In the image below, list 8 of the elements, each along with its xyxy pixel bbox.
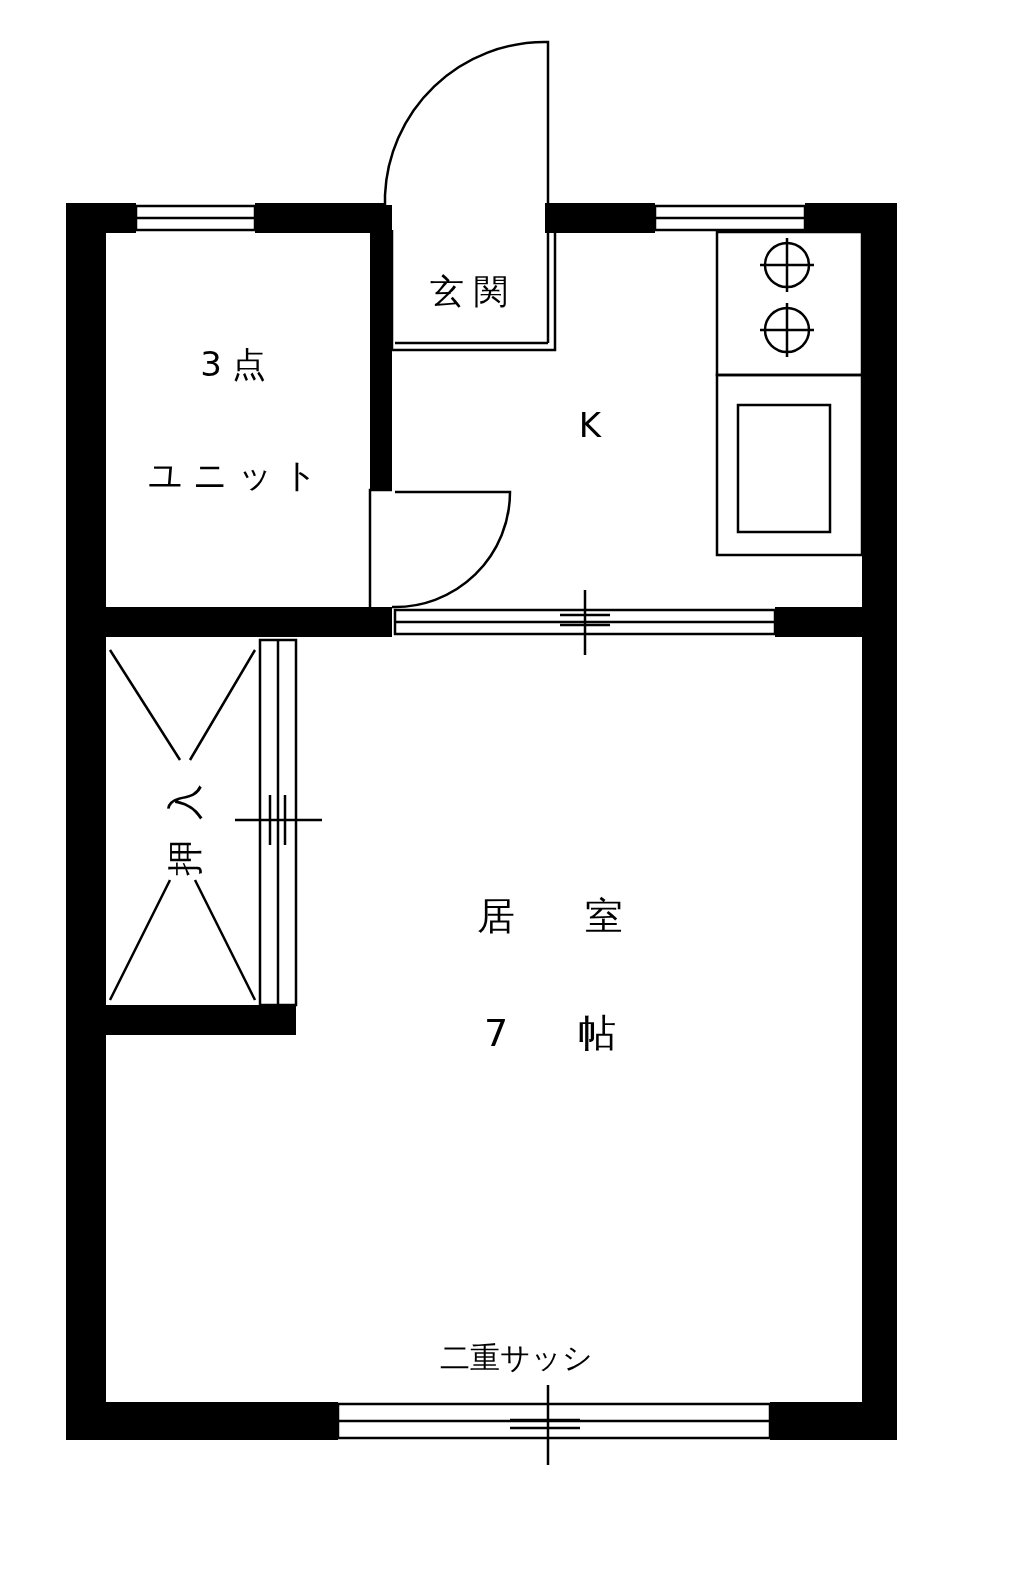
room-label: 押入 [163,764,206,876]
room-label: 玄関 [429,269,518,313]
room-label: 3点 [200,342,276,386]
room-label: 7帖 [482,1010,687,1057]
room-label: ユニット [148,453,328,497]
room-label: 居室 [476,893,693,940]
room-label: K [578,403,612,447]
window-label: 二重サッシ [440,1339,593,1377]
